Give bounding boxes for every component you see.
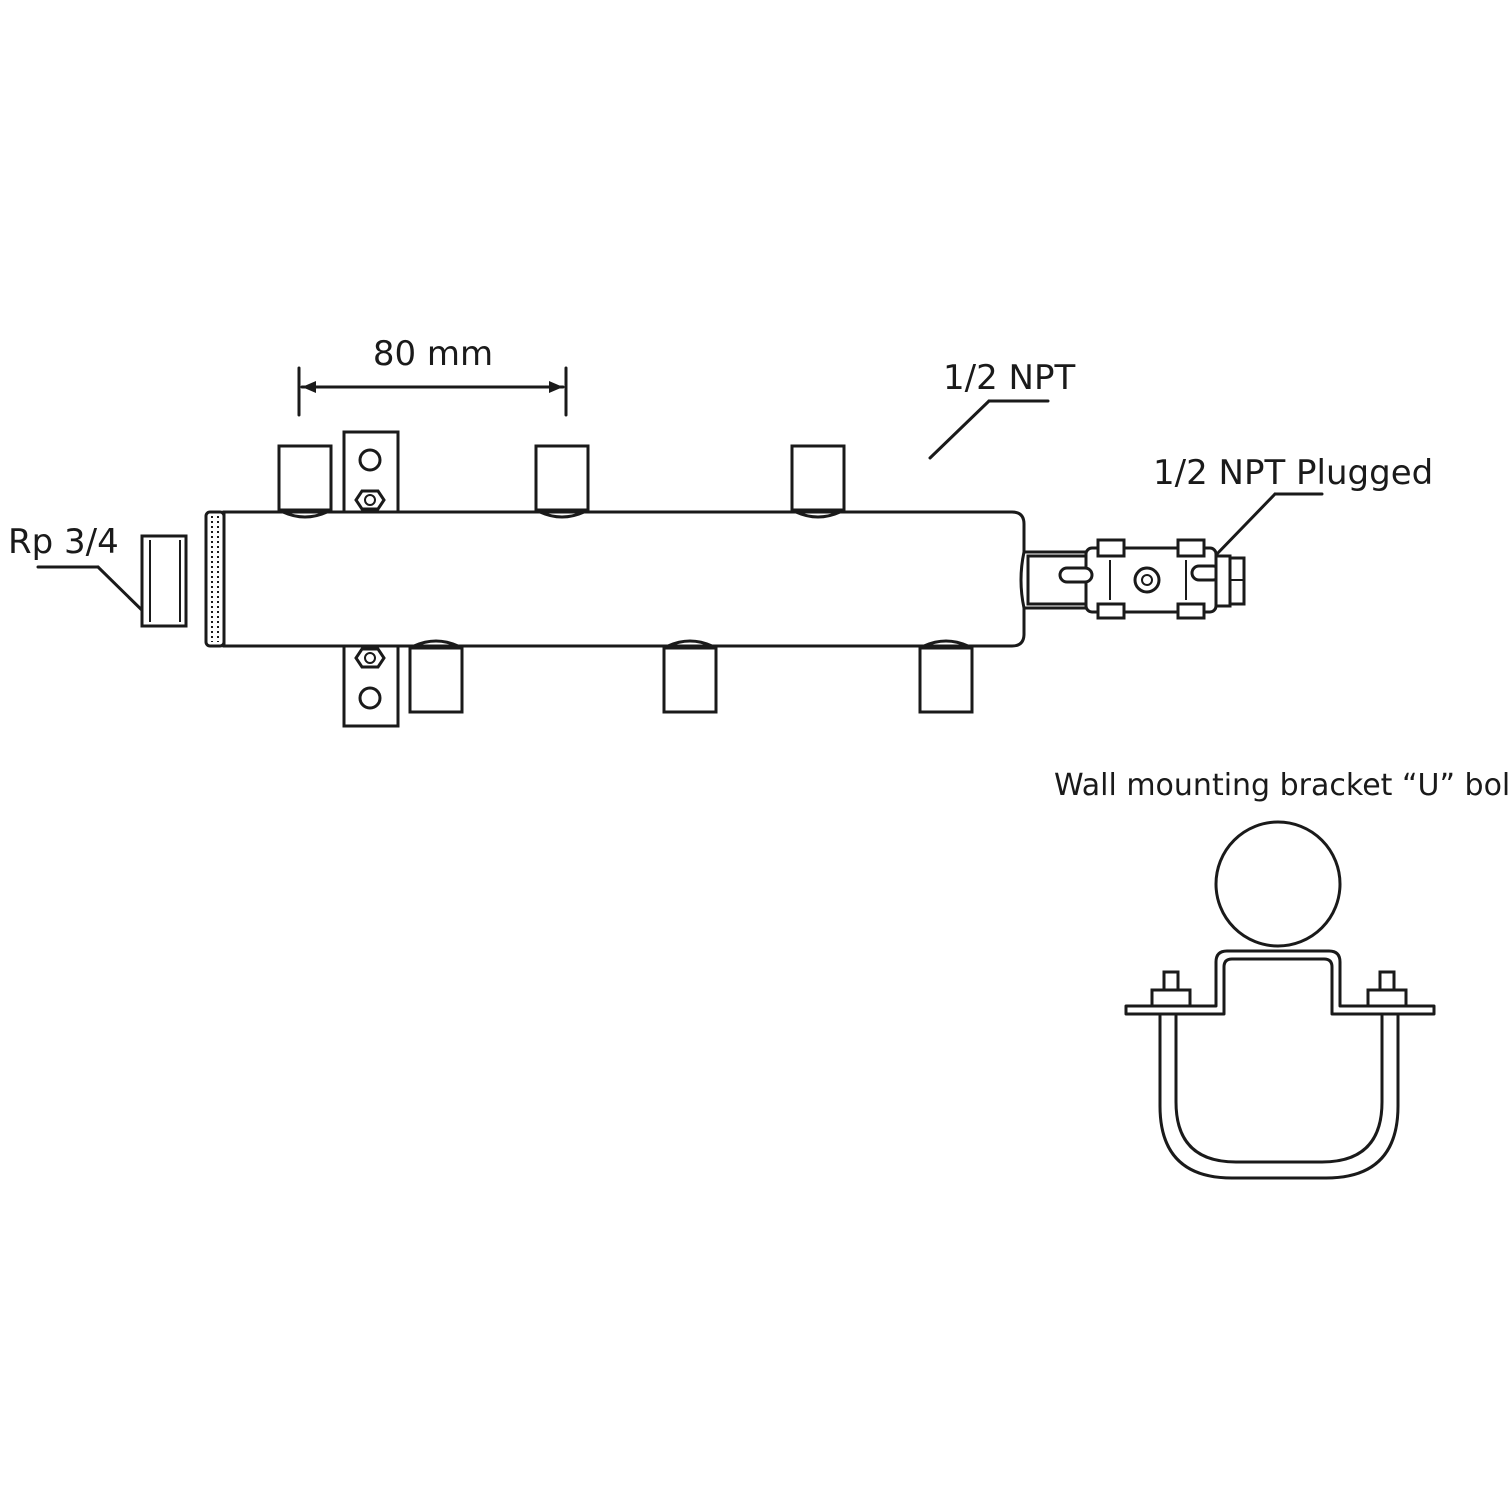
end-plug-label: 1/2 NPT Plugged <box>1153 453 1433 493</box>
inlet-thread-label: Rp 3/4 <box>8 522 119 562</box>
top-outlet-1 <box>277 444 333 519</box>
end-plug-assembly <box>1019 538 1246 620</box>
outlet-thread-callout: 1/2 NPT <box>928 358 1075 460</box>
dimension-label: 80 mm <box>373 334 493 374</box>
end-plug-callout: 1/2 NPT Plugged <box>1153 453 1433 558</box>
top-outlet-2 <box>534 444 590 519</box>
manifold-body <box>140 430 1246 728</box>
top-mounting-bracket <box>342 430 400 514</box>
outlet-thread-label: 1/2 NPT <box>943 358 1075 398</box>
top-outlet-3 <box>790 444 846 519</box>
u-bolt-detail <box>1124 820 1436 1180</box>
dimension-80mm: 80 mm <box>297 334 568 417</box>
bottom-outlet-3 <box>918 639 974 714</box>
bottom-mounting-bracket <box>342 644 400 728</box>
pipe-cross-section <box>1214 820 1342 948</box>
inlet-thread-callout: Rp 3/4 <box>8 522 154 622</box>
bottom-outlet-1 <box>408 639 464 714</box>
bracket-caption: Wall mounting bracket “U” bolt <box>1054 768 1510 803</box>
bottom-outlet-2 <box>662 639 718 714</box>
